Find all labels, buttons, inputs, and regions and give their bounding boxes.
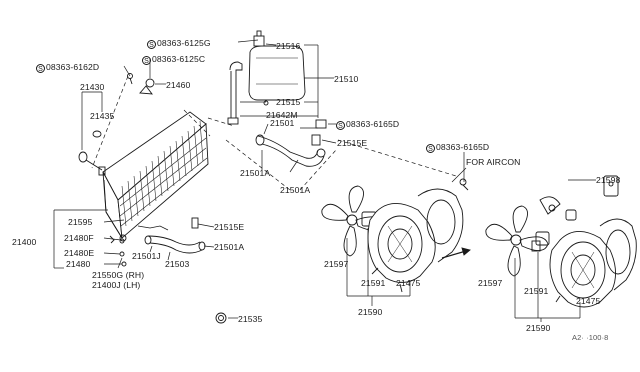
label-21591-right: 21591 [524,286,549,296]
label-21400: 21400 [12,237,37,247]
direction-arrow [441,247,471,259]
label-21510: 21510 [334,74,359,84]
label-21598: 21598 [596,175,621,185]
right-shroud [549,175,637,308]
label-21550g: 21550G (RH) [92,270,145,280]
label-21515e-top: 21515E [337,138,368,148]
label-21501a-1: 21501A [240,168,271,178]
part-number: 08363-6165D [436,142,490,152]
label-21515e-bot: 21515E [214,222,245,232]
screw-symbol: S [336,121,345,130]
left-shroud [367,188,464,293]
label-21400j: 21400J (LH) [92,280,141,290]
part-number: 08363-6125G [157,38,211,48]
label-21501a-2: 21501A [280,185,311,195]
part-number: 08363-6125C [152,54,206,64]
screw-symbol: S [142,56,151,65]
upper-hose [255,134,326,167]
label-21597-right: 21597 [478,278,503,288]
label-21515: 21515 [276,97,301,107]
part-number: 08363-6165D [346,119,400,129]
label-21501a-bot: 21501A [214,242,245,252]
label-21503: 21503 [165,259,190,269]
label-21501-top: 21501 [270,118,295,128]
label-21460: 21460 [166,80,191,90]
label-21430: 21430 [80,82,105,92]
right-fan-blade [485,205,549,277]
radiator [78,111,209,244]
label-21475-right: 21475 [576,296,601,306]
leader-lines [53,39,596,322]
label-21591-left: 21591 [361,278,386,288]
label-21595: 21595 [68,217,93,227]
screw-symbol: S [147,40,156,49]
right-motor [531,196,577,252]
part-number: 08363-6162D [46,62,100,72]
label-21501j: 21501J [132,251,161,261]
reservoir-tank [139,30,306,125]
label-21642m: 21642M [266,110,298,120]
label-21516: 21516 [276,41,301,51]
label-21480e: 21480E [64,248,95,258]
label-21480: 21480 [66,259,91,269]
label-for-aircon: FOR AIRCON [466,157,521,167]
label-21475-left: 21475 [396,278,421,288]
label-21590-left: 21590 [358,307,383,317]
screw-symbol: S [36,64,45,73]
diagram-code: A2· ·100·8 [572,333,609,342]
label-21435: 21435 [90,111,115,121]
label-21590-right: 21590 [526,323,551,333]
label-21535: 21535 [238,314,263,324]
screw-symbol: S [426,144,435,153]
lower-hose [119,217,206,254]
label-21597-left: 21597 [324,259,349,269]
label-21480f: 21480F [64,233,94,243]
